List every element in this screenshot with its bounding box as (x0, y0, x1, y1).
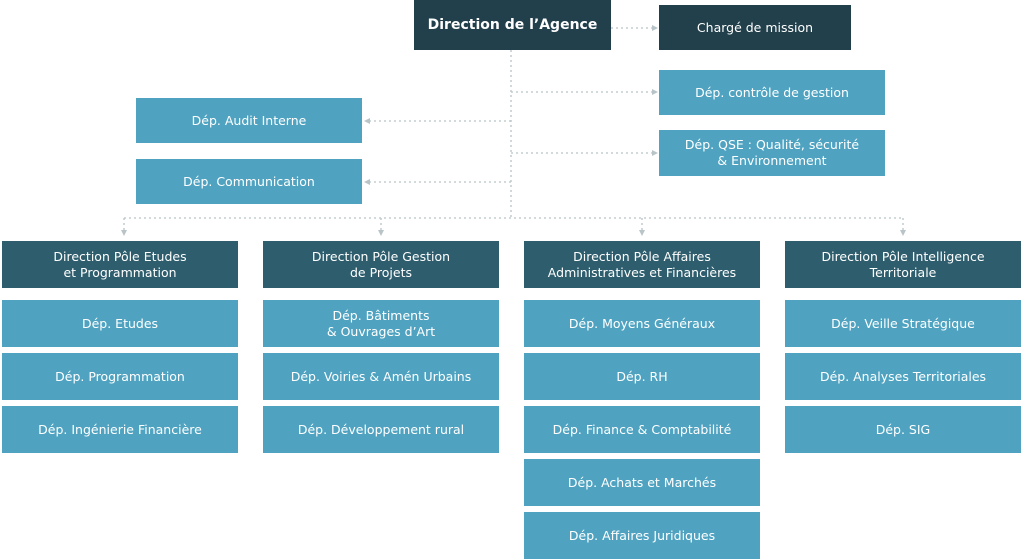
pole-intelligence-header: Direction Pôle Intelligence Territoriale (785, 241, 1021, 288)
dept-box: Dép. Analyses Territoriales (785, 353, 1021, 400)
qse-box: Dép. QSE : Qualité, sécurité & Environne… (659, 130, 885, 176)
dept-box: Dép. RH (524, 353, 760, 400)
dept-box: Dép. Bâtiments & Ouvrages d’Art (263, 300, 499, 347)
dept-box: Dép. Veille Stratégique (785, 300, 1021, 347)
dept-box: Dép. Etudes (2, 300, 238, 347)
pole-affaires-header: Direction Pôle Affaires Administratives … (524, 241, 760, 288)
dept-box: Dép. SIG (785, 406, 1021, 453)
dept-box: Dép. Moyens Généraux (524, 300, 760, 347)
audit-interne-box: Dép. Audit Interne (136, 98, 362, 143)
communication-box: Dép. Communication (136, 159, 362, 204)
dept-box: Dép. Programmation (2, 353, 238, 400)
dept-box: Dép. Voiries & Amén Urbains (263, 353, 499, 400)
dept-box: Dép. Développement rural (263, 406, 499, 453)
pole-gestion-projets-header: Direction Pôle Gestion de Projets (263, 241, 499, 288)
director-box: Direction de l’Agence (414, 0, 611, 50)
dept-box: Dép. Affaires Juridiques (524, 512, 760, 559)
dept-box: Dép. Ingénierie Financière (2, 406, 238, 453)
charge-de-mission-box: Chargé de mission (659, 5, 851, 50)
controle-gestion-box: Dép. contrôle de gestion (659, 70, 885, 115)
dept-box: Dép. Finance & Comptabilité (524, 406, 760, 453)
dept-box: Dép. Achats et Marchés (524, 459, 760, 506)
pole-etudes-header: Direction Pôle Etudes et Programmation (2, 241, 238, 288)
